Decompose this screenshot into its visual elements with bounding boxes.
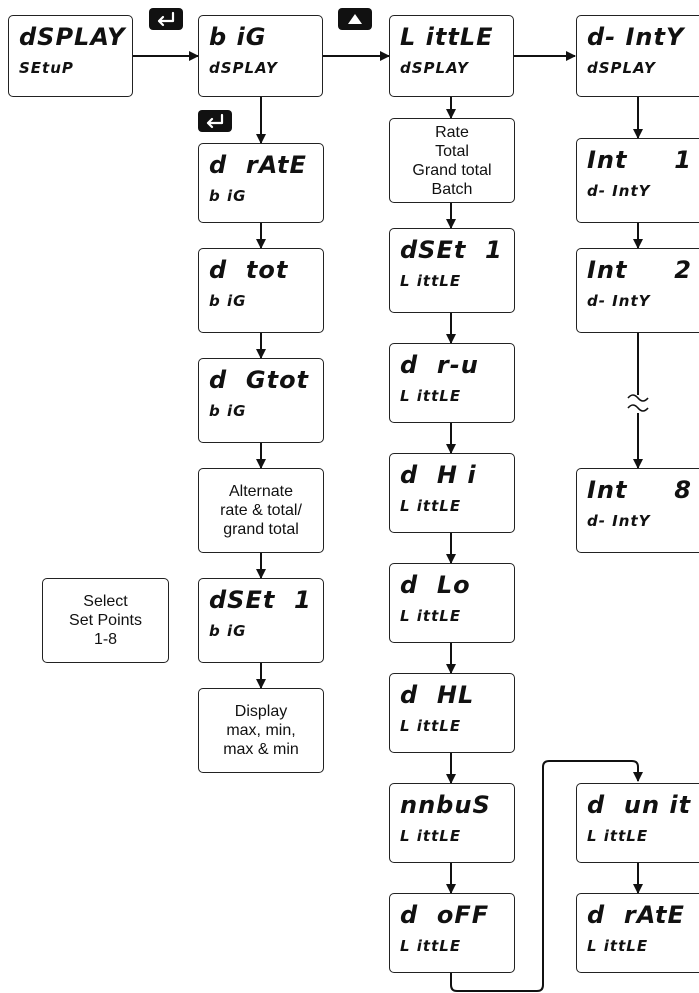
box-line1: Int 8 (587, 476, 692, 504)
enter-key-icon (149, 8, 183, 30)
box-line2: b iG (209, 402, 247, 420)
box-line1: d rAtE (587, 901, 685, 929)
box-line2: L ittLE (400, 387, 462, 405)
alternate-note-box: Alternate rate & total/ grand total (198, 468, 324, 553)
note-line: grand total (223, 521, 299, 538)
note-line: max, min, (226, 722, 296, 739)
dset1-little-box: dSEt 1 L ittLE (389, 228, 515, 313)
box-line1: dSPLAY (19, 23, 126, 51)
note-line: Total (435, 142, 469, 160)
little-display-box: L ittLE dSPLAY (389, 15, 514, 97)
note-line: Alternate (228, 483, 294, 500)
box-line1: Int 2 (587, 256, 692, 284)
d-ru-little-box: d r-u L ittLE (389, 343, 515, 423)
select-setpoints-note-box: Select Set Points 1-8 (42, 578, 169, 663)
d-rate-big-box: d rAtE b iG (198, 143, 324, 223)
note-line: Display (234, 703, 288, 720)
box-line1: d oFF (400, 901, 490, 929)
note-line: max & min (223, 741, 299, 758)
box-line1: dSEt 1 (400, 236, 503, 264)
box-line2: L ittLE (587, 827, 649, 845)
d-lo-little-box: d Lo L ittLE (389, 563, 515, 643)
note-line: Batch (431, 180, 473, 198)
int1-box: Int 1 d- IntY (576, 138, 699, 223)
note-line: Set Points (69, 612, 142, 629)
note-line: Select (83, 593, 128, 610)
box-line2: d- IntY (587, 512, 651, 530)
note-line: 1-8 (93, 631, 118, 648)
note-line: Rate (435, 123, 469, 141)
big-display-box: b iG dSPLAY (198, 15, 323, 97)
box-line2: d- IntY (587, 182, 651, 200)
box-line2: L ittLE (400, 272, 462, 290)
d-inty-display-box: d- IntY dSPLAY (576, 15, 699, 97)
note-line: Grand total (412, 161, 492, 179)
box-line2: L ittLE (587, 937, 649, 955)
box-line1: d rAtE (209, 151, 307, 179)
modbus-little-box: nnbuS L ittLE (389, 783, 515, 863)
box-line1: dSEt 1 (209, 586, 312, 614)
box-line1: d H i (400, 461, 477, 489)
d-rate-little-box: d rAtE L ittLE (576, 893, 699, 973)
box-line1: d Lo (400, 571, 471, 599)
rate-total-note-box: Rate Total Grand total Batch (389, 118, 515, 203)
box-line1: Int 1 (587, 146, 692, 174)
box-line1: L ittLE (400, 23, 494, 51)
box-line2: L ittLE (400, 607, 462, 625)
box-line2: dSPLAY (209, 59, 278, 77)
box-line1: d HL (400, 681, 475, 709)
box-line1: d un it (587, 791, 692, 819)
d-unit-little-box: d un it L ittLE (576, 783, 699, 863)
box-line2: dSPLAY (400, 59, 469, 77)
dset1-big-box: dSEt 1 b iG (198, 578, 324, 663)
box-line1: d r-u (400, 351, 479, 379)
display-maxmin-note-box: Display max, min, max & min (198, 688, 324, 773)
box-line1: d tot (209, 256, 289, 284)
d-hl-little-box: d HL L ittLE (389, 673, 515, 753)
d-off-little-box: d oFF L ittLE (389, 893, 515, 973)
loop-doff-to-dunit (450, 760, 643, 992)
wavy-break-icon (627, 394, 649, 412)
d-tot-big-box: d tot b iG (198, 248, 324, 333)
enter-key-icon-2 (198, 110, 232, 132)
box-line2: L ittLE (400, 827, 462, 845)
d-gtot-big-box: d Gtot b iG (198, 358, 324, 443)
box-line1: nnbuS (400, 791, 491, 819)
d-hi-little-box: d H i L ittLE (389, 453, 515, 533)
box-line2: dSPLAY (587, 59, 656, 77)
note-line: rate & total/ (220, 502, 302, 519)
box-line2: L ittLE (400, 497, 462, 515)
display-setup-box: dSPLAY SEtuP (8, 15, 133, 97)
box-line2: L ittLE (400, 937, 462, 955)
box-line1: d- IntY (587, 23, 685, 51)
box-line2: b iG (209, 292, 247, 310)
up-arrow-key-icon (338, 8, 372, 30)
box-line2: L ittLE (400, 717, 462, 735)
int2-box: Int 2 d- IntY (576, 248, 699, 333)
box-line2: b iG (209, 187, 247, 205)
int8-box: Int 8 d- IntY (576, 468, 699, 553)
box-line1: b iG (209, 23, 267, 51)
box-line1: d Gtot (209, 366, 310, 394)
box-line2: d- IntY (587, 292, 651, 310)
box-line2: b iG (209, 622, 247, 640)
box-line2: SEtuP (19, 59, 74, 77)
